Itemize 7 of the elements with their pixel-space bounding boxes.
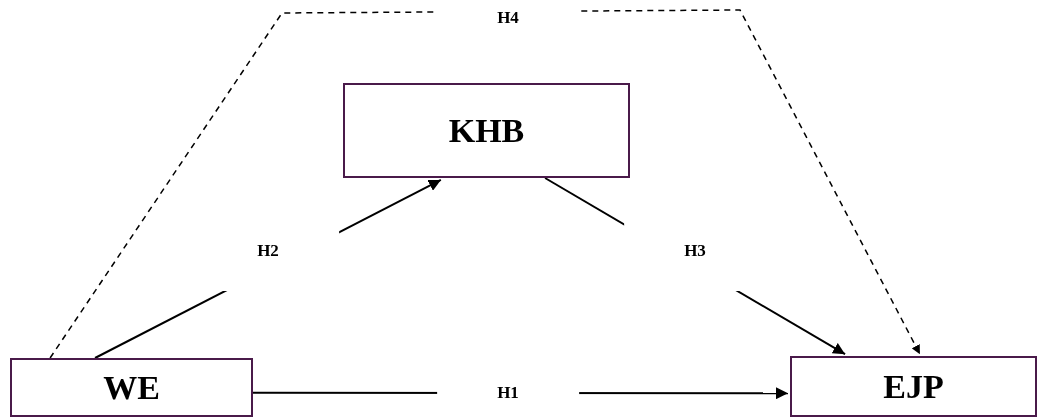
arrow <box>49 9 921 359</box>
variable-label: WE <box>103 368 160 407</box>
variable-box <box>790 356 1037 417</box>
variable-box <box>10 358 253 417</box>
variable-label: EJP <box>883 367 944 406</box>
variable-box <box>343 83 630 178</box>
variable-label: KHB <box>448 111 525 150</box>
